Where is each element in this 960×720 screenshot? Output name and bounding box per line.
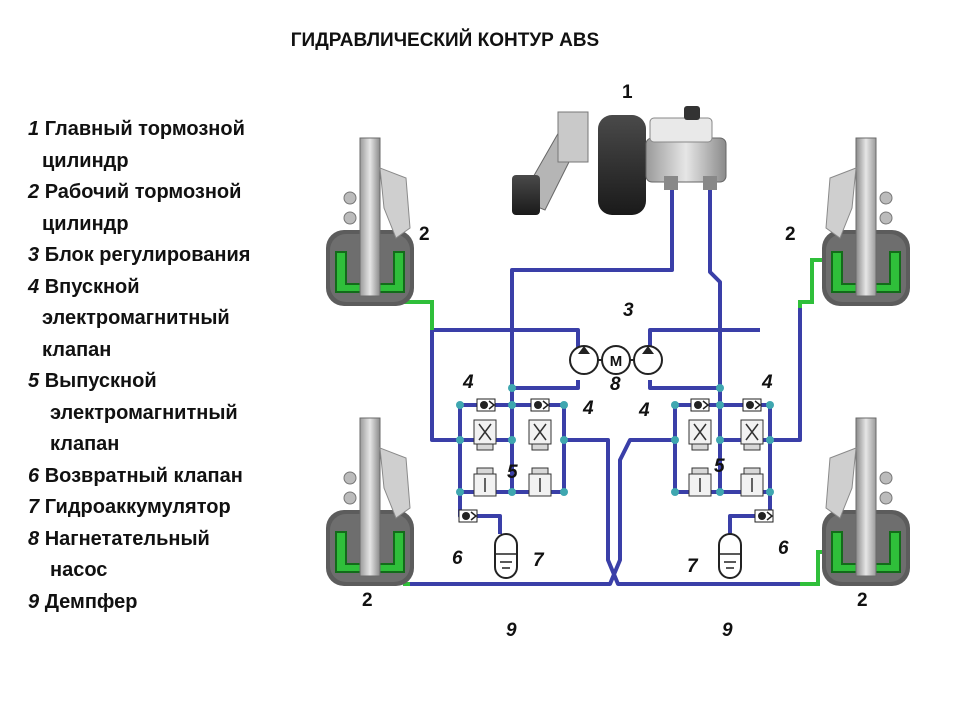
accumulator-left [494, 533, 518, 579]
legend-item-6: 6 Возвратный клапан [28, 461, 318, 493]
legend-text-cont: электромагнитный [42, 307, 230, 329]
legend-text: Выпускной [44, 370, 157, 392]
wheel-front-right [821, 137, 911, 307]
legend-item-8: 8 Нагнетательный насос [28, 524, 318, 587]
accumulator-right [718, 533, 742, 579]
legend-item-3: 3 Блок регулирования [28, 240, 318, 272]
label-9-b: 9 [722, 620, 733, 641]
legend-text: Главный тормозной [44, 118, 245, 140]
diagram-title: ГИДРАВЛИЧЕСКИЙ КОНТУР ABS [290, 30, 600, 51]
legend-num: 3 [28, 244, 40, 266]
legend-num: 7 [28, 496, 40, 518]
legend-num: 8 [28, 527, 40, 550]
label-5-a: 5 [507, 462, 518, 483]
legend-text: Демпфер [44, 590, 138, 613]
legend-text: Нагнетательный [44, 527, 210, 550]
label-2-fr: 2 [785, 224, 796, 245]
legend-text-cont: клапан [50, 433, 120, 455]
wheel-front-left [325, 137, 415, 307]
label-2-rl: 2 [362, 590, 373, 611]
legend-text: Возвратный клапан [44, 464, 243, 487]
legend-item-5: 5 Выпускной электромагнитный клапан [28, 366, 318, 461]
label-2-fl: 2 [419, 224, 430, 245]
label-1: 1 [622, 82, 633, 103]
brake-lines [410, 188, 802, 586]
check-valves [458, 398, 774, 523]
legend-item-7: 7 Гидроаккумулятор [28, 492, 318, 524]
legend-text: Впускной [44, 275, 140, 298]
label-4-c: 4 [639, 400, 650, 421]
legend-num: 2 [28, 181, 40, 203]
label-6-b: 6 [778, 538, 789, 559]
legend-text-cont: цилиндр [42, 212, 129, 235]
legend-num: 6 [28, 464, 40, 487]
label-2-rr: 2 [857, 590, 868, 611]
legend-num: 9 [28, 590, 40, 613]
label-4-d: 4 [762, 372, 773, 393]
label-8: 8 [610, 374, 621, 395]
legend-item-4: 4 Впускной электромагнитный клапан [28, 272, 318, 367]
legend-text-cont: насос [50, 559, 108, 581]
legend-item-2: 2 Рабочий тормозной цилиндр [28, 177, 318, 240]
pump-motor [569, 345, 663, 375]
legend-item-9: 9 Демпфер [28, 587, 318, 619]
junction-nodes [456, 384, 774, 496]
legend-text: Рабочий тормозной [44, 181, 242, 203]
label-6-a: 6 [452, 548, 463, 569]
legend-num: 4 [28, 275, 40, 298]
label-7-b: 7 [687, 556, 698, 577]
label-5-b: 5 [714, 456, 725, 477]
motor-icon [601, 345, 631, 375]
legend-text: Блок регулирования [44, 244, 251, 266]
legend-text-cont: клапан [42, 338, 112, 361]
legend-num: 5 [28, 370, 40, 392]
legend-text-cont: электромагнитный [50, 401, 238, 424]
legend-text-cont: цилиндр [42, 149, 129, 172]
label-7-a: 7 [533, 550, 544, 571]
wheel-rear-left [325, 417, 415, 587]
legend-item-1: 1 Главный тормозной цилиндр [28, 114, 318, 177]
label-9-a: 9 [506, 620, 517, 641]
label-4-a: 4 [463, 372, 474, 393]
wheel-rear-right [821, 417, 911, 587]
motor-label: M [610, 353, 623, 370]
legend: 1 Главный тормозной цилиндр 2 Рабочий то… [28, 114, 318, 618]
legend-num: 1 [28, 118, 40, 140]
label-3: 3 [623, 300, 634, 321]
master-cylinder [512, 106, 727, 215]
legend-text: Гидроаккумулятор [44, 496, 231, 518]
label-4-b: 4 [583, 398, 594, 419]
